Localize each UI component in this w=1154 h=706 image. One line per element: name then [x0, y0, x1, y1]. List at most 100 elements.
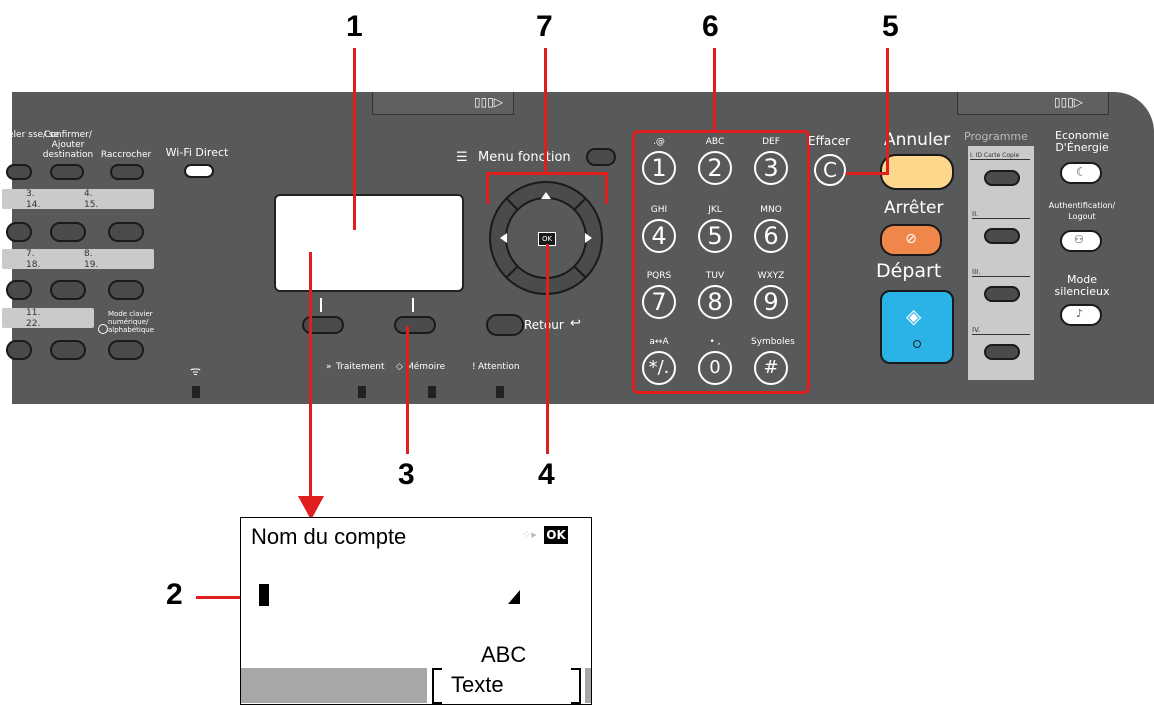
- panel-lcd-screen: [274, 194, 464, 292]
- mode-clavier-button[interactable]: [108, 340, 144, 360]
- lcd-mode: ABC: [481, 642, 527, 667]
- one-touch-key-a2[interactable]: [50, 222, 86, 242]
- one-touch-strip-1: [2, 189, 154, 209]
- wifi-led: [192, 386, 200, 398]
- raccrocher-button[interactable]: [110, 164, 144, 180]
- one-touch-key-a1[interactable]: [6, 222, 32, 242]
- panel-tab-left: [372, 92, 514, 115]
- keypad-key-5[interactable]: 5: [698, 219, 732, 253]
- softkey-bracket-left: [432, 668, 442, 704]
- ot-7: 7.: [26, 249, 35, 259]
- menu-fonction-button[interactable]: [586, 148, 616, 166]
- lcd-softkey-bar: [241, 668, 427, 703]
- text-cursor: [259, 584, 269, 606]
- mode-clavier-label: Mode clavier numérique/ alphabétique: [108, 310, 155, 334]
- programme-1-label: I. ID Carte Copie: [970, 152, 1030, 160]
- one-touch-key-c1[interactable]: [6, 340, 32, 360]
- programme-4-button[interactable]: [984, 344, 1020, 360]
- keypad-key-9[interactable]: 9: [754, 285, 788, 319]
- keypad-label-5: JKL: [708, 205, 722, 215]
- wifi-direct-button[interactable]: [184, 164, 214, 178]
- keypad-key-8[interactable]: 8: [698, 285, 732, 319]
- one-touch-key-b2[interactable]: [50, 280, 86, 300]
- arreter-button[interactable]: ⊘: [880, 224, 942, 256]
- callout-2: 2: [166, 578, 183, 611]
- menu-fonction-label: Menu fonction: [478, 150, 571, 165]
- mode-clavier-led: [98, 324, 108, 334]
- keypad-key-7[interactable]: 7: [642, 285, 676, 319]
- leader-line-3: [406, 326, 409, 454]
- callout-7: 7: [536, 10, 553, 43]
- right-select-key[interactable]: [394, 316, 436, 334]
- arreter-label: Arrêter: [884, 198, 944, 218]
- softkey-bracket-right: [571, 668, 581, 704]
- keypad-label-8: TUV: [705, 271, 725, 281]
- keypad-key-3[interactable]: 3: [754, 151, 788, 185]
- programme-4-label: IV.: [972, 326, 1030, 335]
- keypad-label-2: ABC: [705, 137, 725, 147]
- retour-button[interactable]: [486, 314, 524, 336]
- one-touch-key-c2[interactable]: [50, 340, 86, 360]
- annuler-label: Annuler: [884, 130, 951, 150]
- lcd-softkey-bar-right: [585, 668, 591, 703]
- keypad-key-1[interactable]: 1: [642, 151, 676, 185]
- user-icon: ⚇: [1074, 233, 1084, 246]
- memoire-label: Mémoire: [406, 362, 446, 372]
- one-touch-key-a3[interactable]: [108, 222, 144, 242]
- raccrocher-label: Raccrocher: [100, 150, 152, 160]
- confirmer-label: Confirmer/ Ajouter destination: [42, 130, 94, 160]
- programme-1-button[interactable]: [984, 170, 1020, 186]
- ot-22: 22.: [26, 319, 41, 329]
- depart-button[interactable]: ◈: [880, 290, 954, 364]
- keypad-label-6: MNO: [760, 205, 782, 215]
- callout-3: 3: [398, 458, 415, 491]
- keypad-label-1: .@: [653, 137, 665, 147]
- rappeler-label: eler sse/ se: [8, 130, 60, 140]
- lcd-softkey[interactable]: Texte: [451, 672, 504, 697]
- authentification-button[interactable]: ⚇: [1060, 230, 1102, 252]
- keypad-key-10[interactable]: */.: [642, 351, 676, 385]
- traitement-led: [358, 386, 366, 398]
- control-panel: ▯▯▯▷ ▯▯▯▷ eler sse/ se Confirmer/ Ajoute…: [2, 92, 1154, 404]
- panel-arrow-icon-right: ▯▯▯▷: [1054, 95, 1084, 109]
- leader-line-5a: [886, 48, 889, 174]
- mode-silencieux-label: Mode silencieux: [1054, 273, 1110, 298]
- leader-line-6: [713, 48, 716, 132]
- keypad-key-11[interactable]: 0: [698, 351, 732, 385]
- mode-silencieux-button[interactable]: ♪: [1060, 304, 1102, 326]
- keypad-label-7: PQRS: [646, 271, 672, 281]
- effacer-button[interactable]: C: [814, 154, 846, 186]
- rappeler-button[interactable]: [6, 164, 32, 180]
- lcd-title: Nom du compte: [251, 524, 407, 549]
- softkey-mark-2: [412, 298, 414, 312]
- confirmer-button[interactable]: [50, 164, 84, 180]
- keypad-key-12[interactable]: #: [754, 351, 788, 385]
- one-touch-key-b1[interactable]: [6, 280, 32, 300]
- bracket-7-top: [486, 172, 608, 175]
- cursor-keys-icon: ⁘▸: [522, 528, 537, 541]
- start-led: [913, 340, 921, 348]
- ot-4: 4.: [84, 189, 93, 199]
- keypad-key-2[interactable]: 2: [698, 151, 732, 185]
- leader-line-5b: [846, 172, 889, 175]
- moon-icon: ☾: [1076, 165, 1087, 179]
- keypad-key-4[interactable]: 4: [642, 219, 676, 253]
- economie-button[interactable]: ☾: [1060, 162, 1102, 184]
- depart-label: Départ: [876, 260, 942, 282]
- one-touch-strip-3: [2, 308, 94, 328]
- programme-3-button[interactable]: [984, 286, 1020, 302]
- attention-icon: !: [472, 362, 476, 372]
- keypad-label-11: • ,: [709, 337, 721, 347]
- one-touch-key-b3[interactable]: [108, 280, 144, 300]
- bracket-7-right: [605, 172, 608, 204]
- programme-2-button[interactable]: [984, 228, 1020, 244]
- traitement-icon: »: [326, 362, 332, 372]
- signal-level-icon: [508, 590, 520, 604]
- annuler-button[interactable]: [880, 154, 954, 190]
- keypad-key-6[interactable]: 6: [754, 219, 788, 253]
- left-select-key[interactable]: [302, 316, 344, 334]
- economie-label: Economie D'Énergie: [1055, 129, 1109, 154]
- panel-arrow-icon: ▯▯▯▷: [474, 95, 504, 109]
- keypad-label-9: WXYZ: [757, 271, 785, 281]
- programme-3-label: III.: [972, 268, 1030, 277]
